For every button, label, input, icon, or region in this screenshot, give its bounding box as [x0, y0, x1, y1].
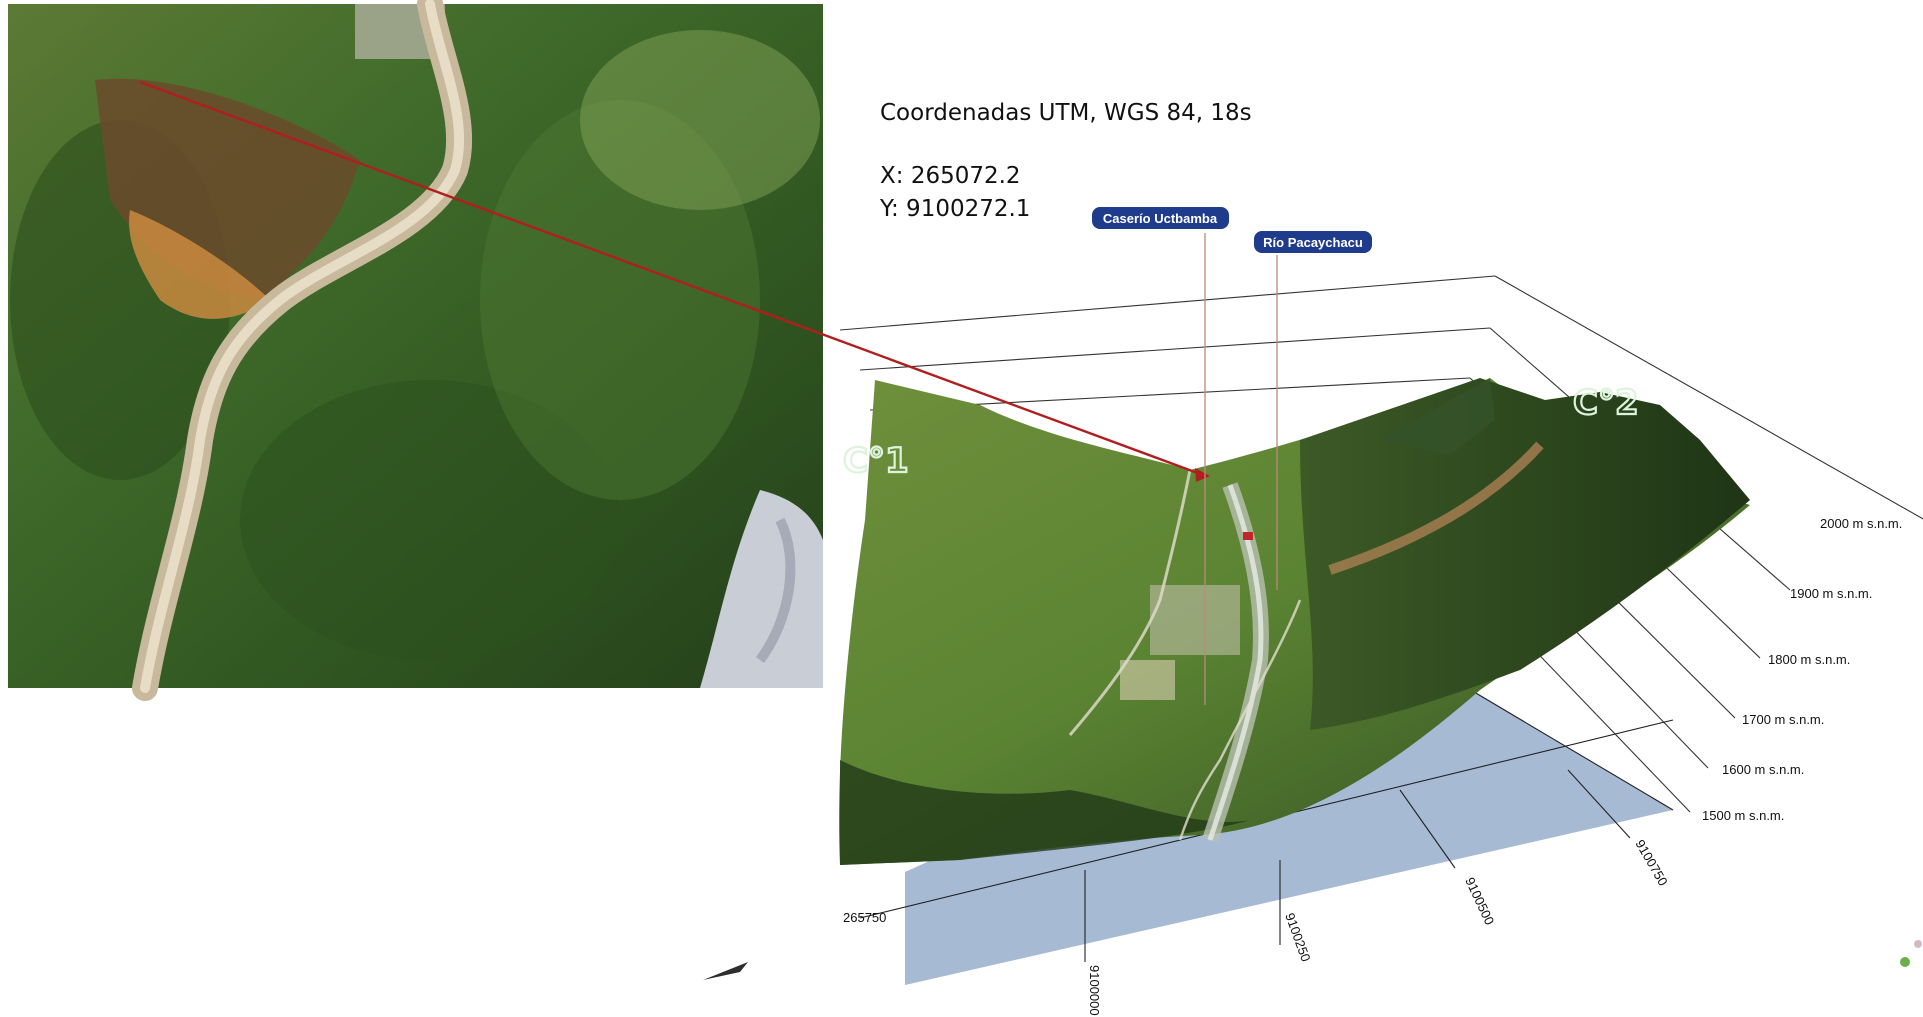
decorative-dot — [1914, 940, 1922, 948]
elevation-label: 2000 m s.n.m. — [1820, 516, 1902, 531]
easting-tick-label: 265750 — [843, 910, 886, 925]
coordinate-system-label: Coordenadas UTM, WGS 84, 18s — [880, 100, 1252, 126]
elevation-label: 1800 m s.n.m. — [1768, 652, 1850, 667]
elevation-label: 1900 m s.n.m. — [1790, 586, 1872, 601]
decorative-dot — [1900, 957, 1910, 967]
peak-label-left: C°1 — [843, 441, 909, 481]
northing-tick-label: 9100250 — [1282, 911, 1313, 964]
elevation-label: 1700 m s.n.m. — [1742, 712, 1824, 727]
coordinate-x: X: 265072.2 — [880, 163, 1021, 189]
northing-tick-label: 9100750 — [1632, 837, 1670, 888]
river-marker: Río Pacaychacu — [1254, 231, 1372, 590]
village-marker: Caserío Uctbamba — [1092, 207, 1229, 705]
terrain-model — [839, 378, 1750, 865]
village-label: Caserío Uctbamba — [1103, 211, 1218, 226]
peak-label-right: C°2 — [1573, 383, 1639, 423]
elevation-label: 1600 m s.n.m. — [1722, 762, 1804, 777]
northing-tick-label: 9100500 — [1462, 875, 1497, 927]
elevation-label: 1500 m s.n.m. — [1702, 808, 1784, 823]
northing-tick-label: 9100000 — [1087, 965, 1102, 1016]
river-label: Río Pacaychacu — [1263, 235, 1363, 250]
aerial-photo — [8, 0, 823, 701]
coordinate-y: Y: 9100272.1 — [880, 196, 1031, 222]
elevation-labels: 2000 m s.n.m. 1900 m s.n.m. 1800 m s.n.m… — [1702, 516, 1902, 823]
dark-arrow-mark — [703, 962, 748, 980]
pointer-line — [139, 80, 1253, 540]
